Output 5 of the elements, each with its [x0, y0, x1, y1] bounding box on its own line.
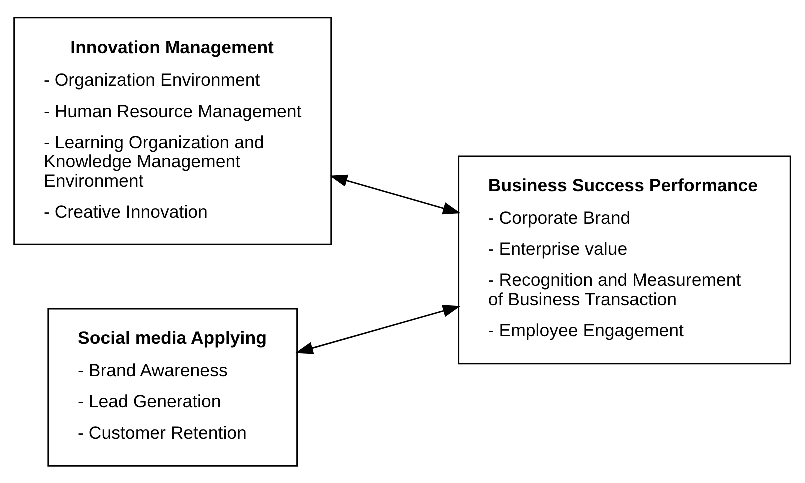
node-box: Innovation Management - Organization Environment - Human Resource Management - Learning Organization and Knowledge Management Environment - Creative Innovation: [14, 16, 332, 245]
arrow: [330, 174, 461, 214]
node-box: Business Success Performance - Corporate Brand - Enterprise value - Recognition and Measurement of Business Transaction - Employee Engagement: [458, 155, 792, 364]
arrow: [295, 304, 461, 354]
node-box: Social media Applying - Brand Awareness - Lead Generation - Customer Retention: [48, 308, 298, 466]
